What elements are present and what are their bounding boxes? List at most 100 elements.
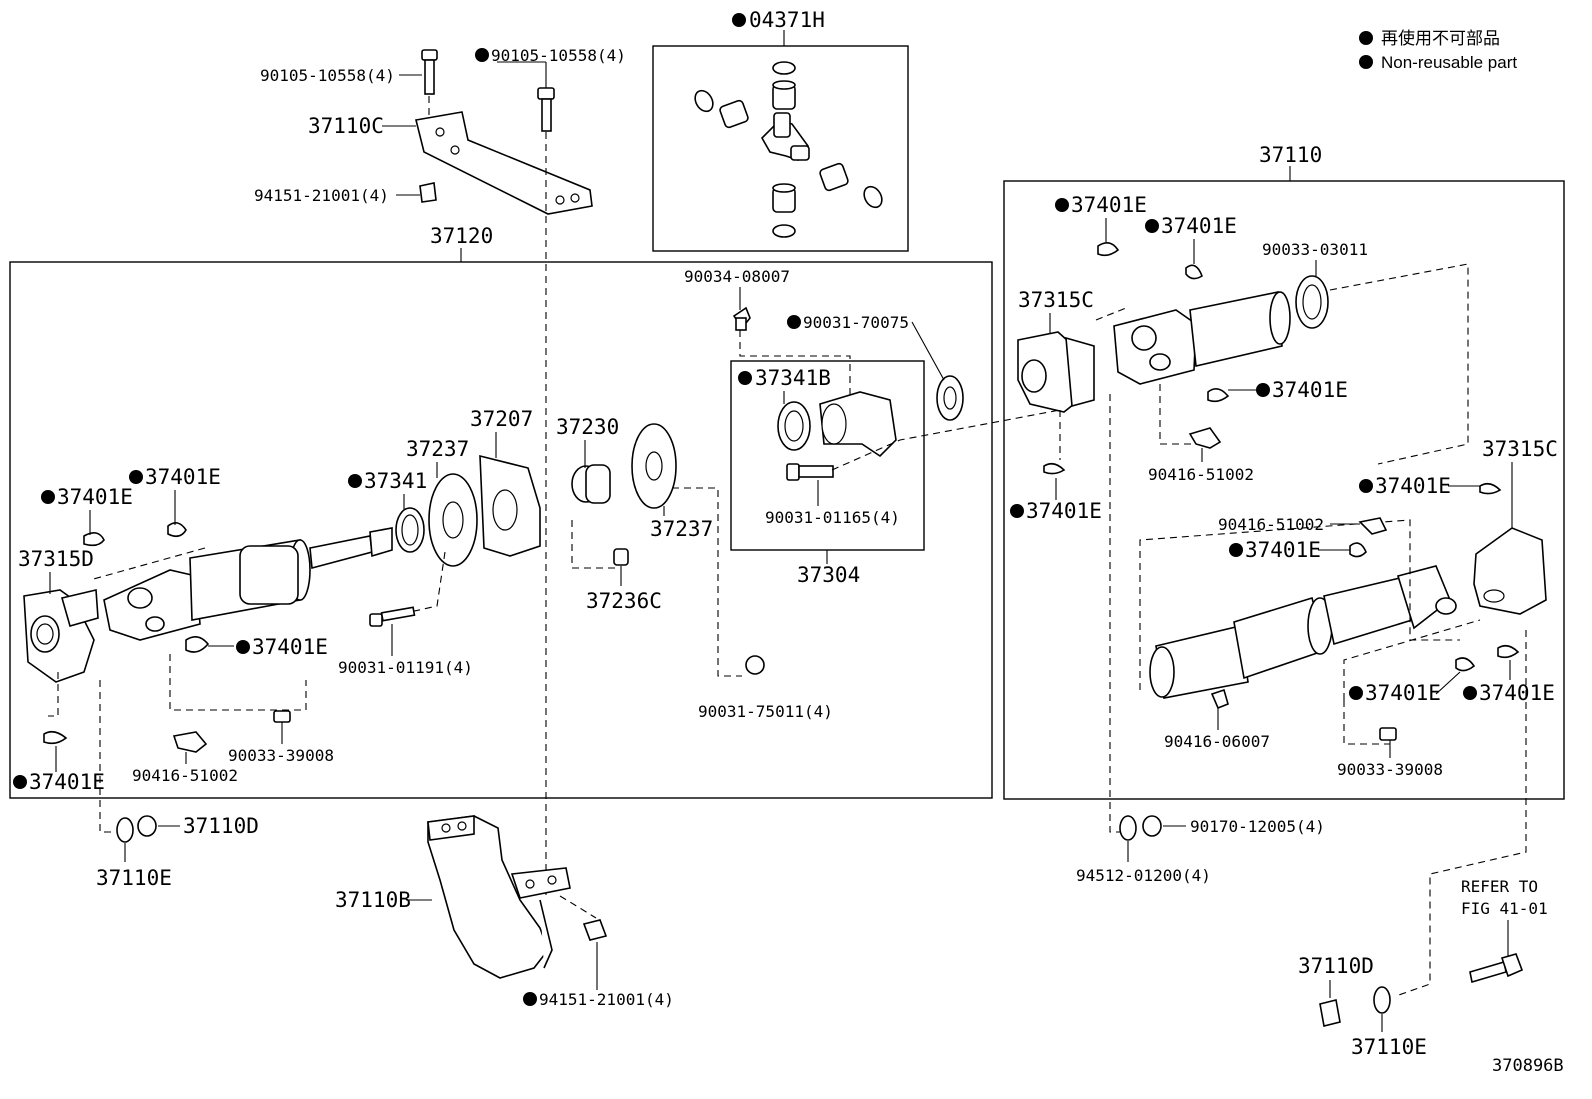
legend: 再使用不可部品 Non-reusable part	[1359, 28, 1517, 72]
bolt-icon	[537, 87, 555, 100]
snap-ring-icon	[772, 224, 796, 238]
label-37315c-a: 37315C	[1018, 288, 1094, 312]
label-37315d: 37315D	[18, 547, 94, 571]
spline-icon	[369, 527, 393, 558]
bolt-icon	[421, 49, 438, 61]
bearing-cup-icon	[719, 99, 749, 129]
label-37110b: 37110B	[335, 888, 411, 912]
group-label-37120: 37120	[430, 224, 493, 248]
label-90033-39008-a: 90033-39008	[228, 746, 334, 765]
nut-icon	[582, 919, 608, 941]
cushion-icon	[1319, 999, 1341, 1027]
cushion-icon	[137, 815, 157, 837]
label-90034: 90034-08007	[684, 267, 790, 286]
label-37401e-3: 37401E	[252, 635, 328, 659]
group-label-37304: 37304	[797, 563, 860, 587]
label-90416-51002-c: 90416-51002	[1218, 515, 1324, 534]
label-37401e-11: 37401E	[1365, 681, 1441, 705]
snap-ring-icon	[1349, 542, 1367, 558]
label-37401e-2: 37401E	[57, 485, 133, 509]
label-37341: 37341	[364, 469, 427, 493]
shaft-tube-icon	[1189, 291, 1283, 367]
group-box-37120	[9, 261, 993, 799]
label-37401e-6: 37401E	[1161, 214, 1237, 238]
group-label-04371h: 04371H	[749, 8, 825, 32]
refer-to-line2: FIG 41-01	[1461, 899, 1548, 918]
group-box-37110	[1003, 180, 1565, 800]
nut-icon	[745, 655, 765, 675]
label-94151-bot: 94151-21001(4)	[539, 990, 674, 1009]
label-37110c: 37110C	[308, 114, 384, 138]
snap-ring-icon	[1097, 242, 1120, 257]
plug-icon	[1379, 727, 1397, 741]
label-37207: 37207	[470, 407, 533, 431]
washer-icon	[1373, 986, 1391, 1014]
label-37401e-7: 37401E	[1272, 378, 1348, 402]
snap-ring-icon	[1455, 657, 1476, 672]
figure-id: 370896B	[1492, 1056, 1564, 1076]
snap-ring-icon	[1497, 644, 1520, 659]
snap-ring-icon	[694, 89, 714, 113]
cushion-icon	[1142, 815, 1162, 837]
plug-icon	[273, 710, 291, 723]
flange-yoke-icon	[1473, 527, 1547, 615]
rear-propeller-shaft	[1017, 263, 1547, 997]
center-bearing-assy	[732, 306, 1061, 481]
non-reusable-bullet-icon	[1359, 31, 1373, 45]
label-94151-top: 94151-21001(4)	[254, 186, 389, 205]
legend-en: Non-reusable part	[1381, 53, 1517, 72]
label-37230: 37230	[556, 415, 619, 439]
label-90416-51002-a: 90416-51002	[132, 766, 238, 785]
snap-ring-icon	[83, 532, 105, 547]
label-90105-b: 90105-10558(4)	[491, 46, 626, 65]
snap-ring-icon	[1185, 264, 1203, 280]
label-37401e-1: 37401E	[145, 465, 221, 489]
snap-ring-icon	[1043, 462, 1066, 475]
universal-joint-kit	[694, 61, 883, 238]
slip-yoke-icon	[103, 569, 201, 641]
label-90033-03011: 90033-03011	[1262, 240, 1368, 259]
snap-ring-icon	[167, 522, 187, 538]
label-90033-39008-b: 90033-39008	[1337, 760, 1443, 779]
label-37401e-5: 37401E	[1071, 193, 1147, 217]
refer-to-line1: REFER TO	[1461, 877, 1538, 896]
label-37341b: 37341B	[755, 366, 831, 390]
label-90416-51002-b: 90416-51002	[1148, 465, 1254, 484]
non-reusable-bullet-icon	[1359, 55, 1373, 69]
label-37110e-a: 37110E	[96, 866, 172, 890]
grease-fitting-icon	[172, 731, 208, 753]
label-37110d-b: 37110D	[1298, 954, 1374, 978]
label-90031-01165: 90031-01165(4)	[765, 508, 900, 527]
group-label-37110: 37110	[1259, 143, 1322, 167]
label-37401e-10: 37401E	[1245, 538, 1321, 562]
nut-icon	[419, 182, 437, 203]
label-37401e-8: 37401E	[1026, 499, 1102, 523]
snap-ring-icon	[1479, 482, 1502, 495]
snap-ring-icon	[1207, 388, 1230, 403]
snap-ring-icon	[863, 185, 883, 209]
collar-37236c-icon	[613, 548, 629, 566]
label-37236c: 37236C	[586, 589, 662, 613]
bracket-37110c	[415, 49, 593, 215]
label-90031-75011: 90031-75011(4)	[698, 702, 833, 721]
label-37401e-9: 37401E	[1375, 474, 1451, 498]
grease-fitting-icon	[1358, 517, 1388, 535]
label-37110e-b: 37110E	[1351, 1035, 1427, 1059]
label-90031-70075: 90031-70075	[803, 313, 909, 332]
label-90105-a: 90105-10558(4)	[260, 66, 395, 85]
washer-icon	[116, 817, 134, 843]
legend-jp: 再使用不可部品	[1381, 28, 1500, 48]
snap-ring-icon	[43, 730, 68, 745]
bolt-icon	[369, 613, 383, 627]
front-propeller-shaft	[23, 527, 393, 683]
label-90416-06007: 90416-06007	[1164, 732, 1270, 751]
grease-fitting-icon	[1210, 688, 1229, 710]
bolt-icon	[1469, 960, 1507, 984]
bolt-icon	[786, 463, 800, 481]
group-box-04371h	[652, 45, 909, 252]
label-37237-a: 37237	[406, 437, 469, 461]
bracket-37110b	[427, 815, 608, 979]
grease-fitting-icon	[1188, 427, 1222, 449]
